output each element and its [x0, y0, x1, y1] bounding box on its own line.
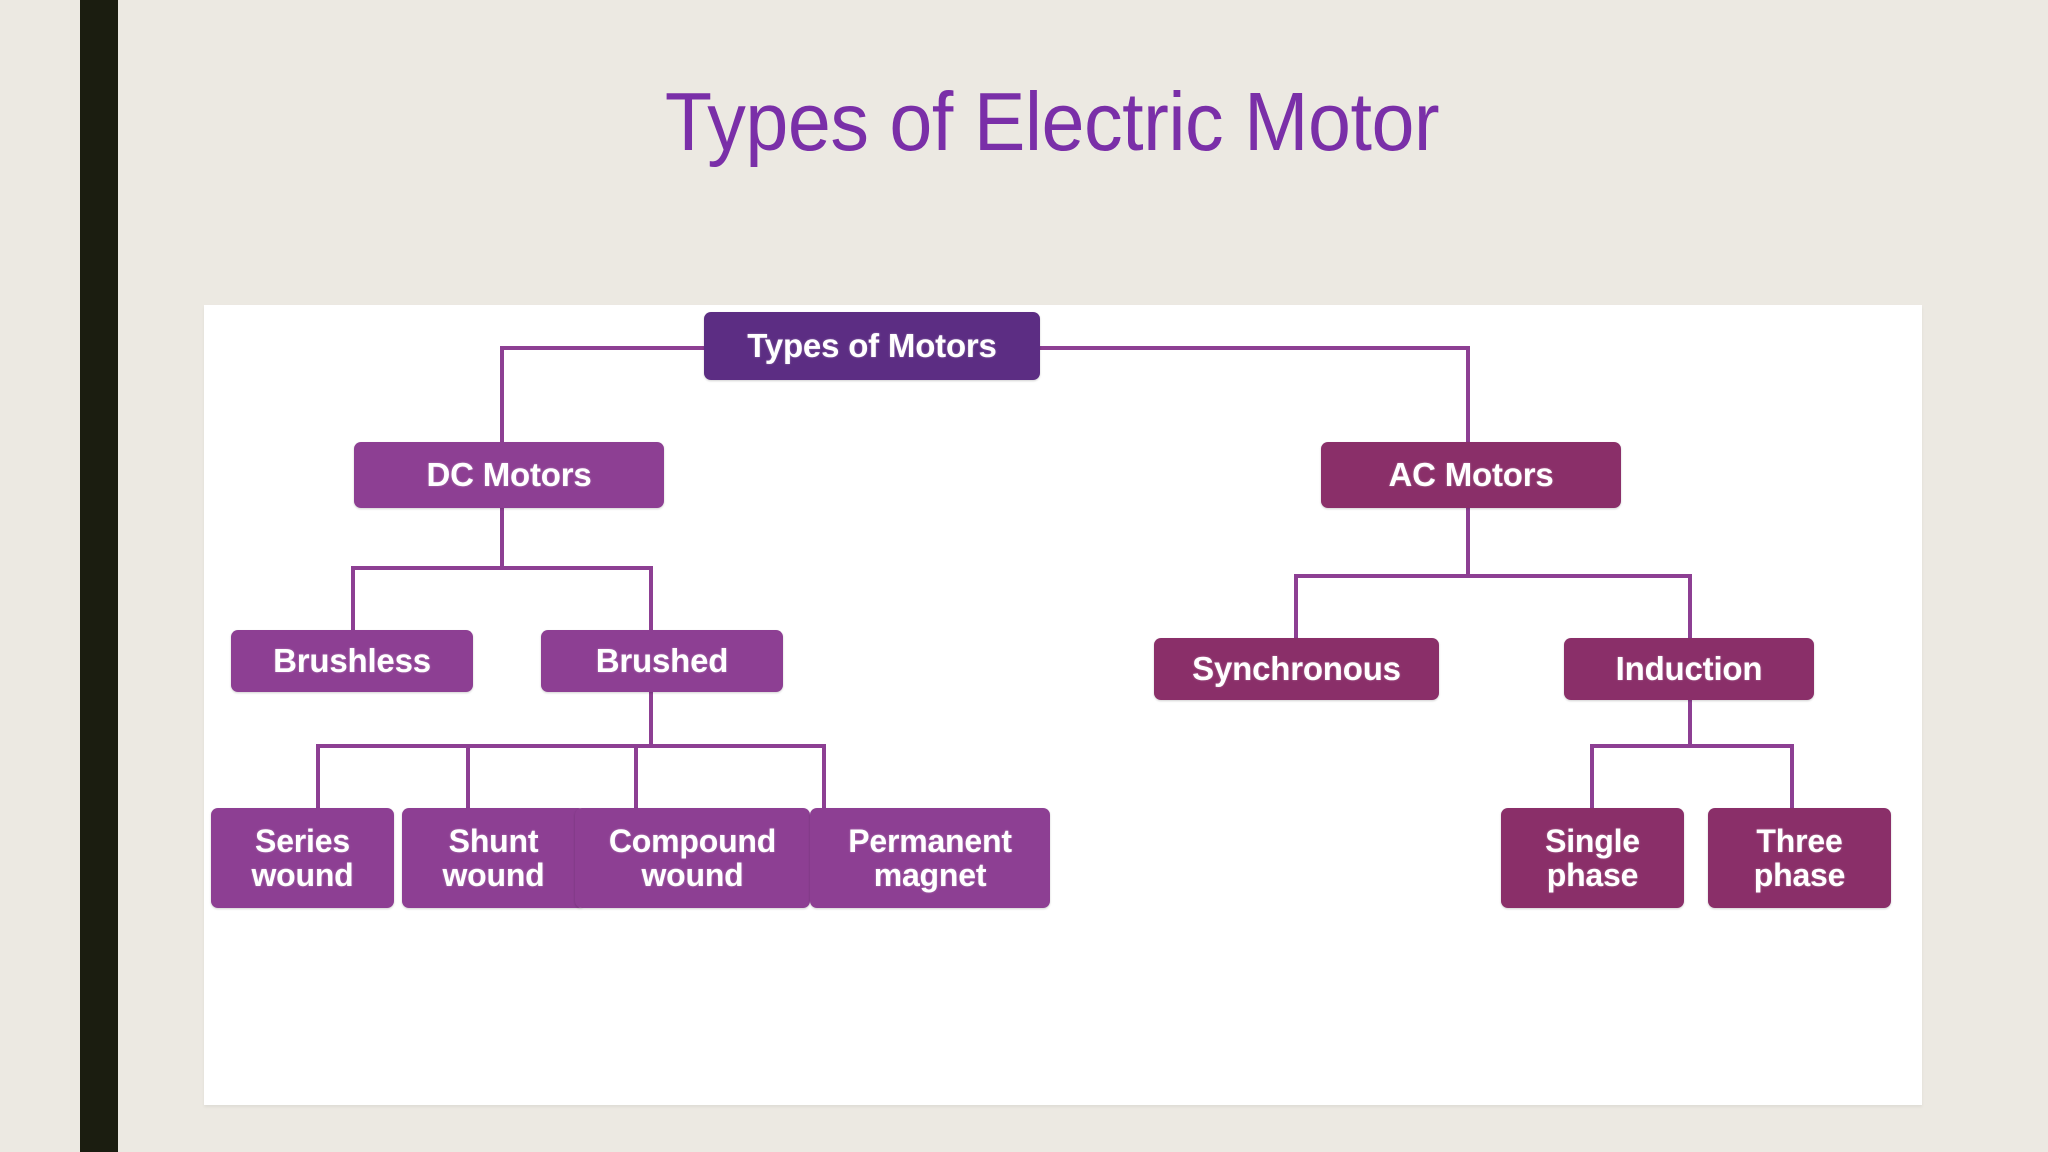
tree-node-three-phase[interactable]: Three phase [1708, 808, 1891, 908]
tree-node-dc-motors[interactable]: DC Motors [354, 442, 664, 508]
tree-node-ac-motors[interactable]: AC Motors [1321, 442, 1621, 508]
link-induction-to-single [1590, 744, 1594, 810]
diagram-picture-frame[interactable]: Types of Motors DC Motors AC Motors Brus… [204, 305, 1922, 1105]
link-dc-to-brushless [351, 566, 355, 634]
tree-node-shunt-wound[interactable]: Shunt wound [402, 808, 585, 908]
link-induction-stem [1688, 683, 1692, 748]
link-root-to-dc-vertical [500, 346, 504, 449]
link-ac-to-induction [1688, 574, 1692, 642]
link-dc-to-brushed [649, 566, 653, 634]
motor-types-tree-diagram: Types of Motors DC Motors AC Motors Brus… [204, 305, 1922, 1105]
link-dc-stem [500, 490, 504, 570]
tree-node-induction[interactable]: Induction [1564, 638, 1814, 700]
link-brushed-to-shunt [466, 744, 470, 812]
link-root-to-dc-horizontal [500, 346, 760, 350]
link-induction-to-three [1790, 744, 1794, 810]
page-title: Types of Electric Motor [664, 75, 1440, 168]
link-induction-children-bus [1590, 744, 1794, 748]
link-brushed-to-compound [634, 744, 638, 812]
link-brushed-to-series [316, 744, 320, 812]
link-ac-to-synchronous [1294, 574, 1298, 642]
link-brushed-to-permanent [822, 744, 826, 812]
link-root-to-ac-horizontal [1040, 346, 1470, 350]
link-ac-stem [1466, 490, 1470, 578]
tree-node-brushed[interactable]: Brushed [541, 630, 783, 692]
tree-node-synchronous[interactable]: Synchronous [1154, 638, 1439, 700]
tree-node-single-phase[interactable]: Single phase [1501, 808, 1684, 908]
left-accent-bar [80, 0, 118, 1152]
link-root-to-ac-vertical [1466, 346, 1470, 449]
tree-node-series-wound[interactable]: Series wound [211, 808, 394, 908]
tree-node-types-of-motors[interactable]: Types of Motors [704, 312, 1040, 380]
tree-node-brushless[interactable]: Brushless [231, 630, 473, 692]
link-brushed-children-bus [316, 744, 826, 748]
tree-node-compound-wound[interactable]: Compound wound [575, 808, 810, 908]
link-ac-children-bus [1294, 574, 1692, 578]
tree-node-permanent-magnet[interactable]: Permanent magnet [810, 808, 1050, 908]
link-brushed-stem [649, 675, 653, 748]
link-dc-children-bus [351, 566, 653, 570]
